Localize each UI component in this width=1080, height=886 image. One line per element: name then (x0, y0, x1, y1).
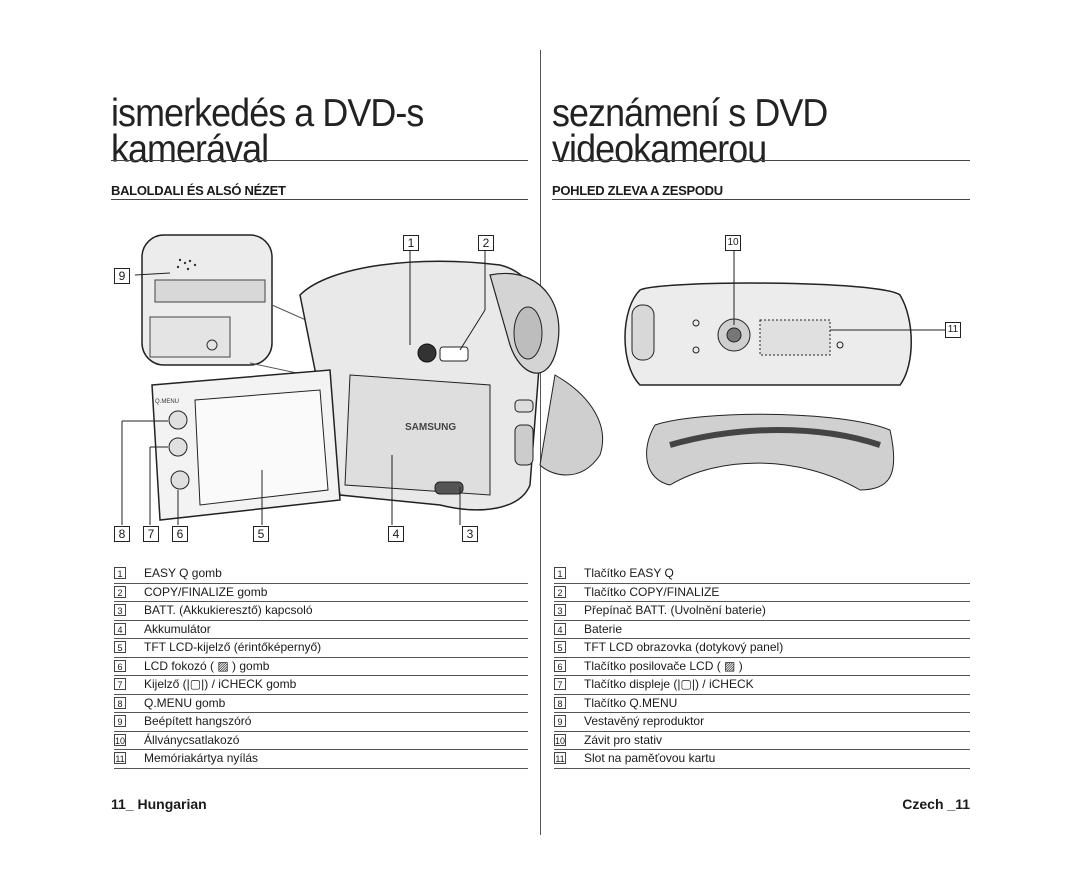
callout-7: 7 (143, 526, 159, 542)
callout-2: 2 (478, 235, 494, 251)
right-section-rule (552, 199, 970, 200)
callout-10: 10 (725, 235, 741, 251)
callout-6: 6 (172, 526, 188, 542)
left-title-line1: ismerkedés a DVD-s (111, 92, 424, 135)
right-section-heading: POHLED ZLEVA A ZESPODU (552, 183, 723, 198)
qmenu-label: Q.MENU (155, 399, 179, 405)
camcorder-illustration: SAMSUNG Q.MENU (121, 234, 945, 525)
camera-body-left-view: SAMSUNG (299, 260, 604, 511)
column-divider (540, 50, 541, 835)
right-title-line2: videokamerou (552, 128, 767, 171)
callout-1: 1 (403, 235, 419, 251)
callout-3: 3 (462, 526, 478, 542)
callout-9: 9 (114, 268, 130, 284)
left-section-heading: BALOLDALI ÉS ALSÓ NÉZET (111, 183, 286, 198)
right-title-line1: seznámení s DVD (552, 92, 828, 135)
left-section-rule (111, 199, 528, 200)
lcd-panel: Q.MENU (151, 369, 341, 521)
leader-lines-left (121, 250, 486, 525)
callout-5: 5 (253, 526, 269, 542)
callout-11: 11 (945, 322, 961, 338)
right-page-footer: Czech _11 (902, 796, 970, 812)
right-title-rule (552, 160, 970, 161)
callout-4: 4 (388, 526, 404, 542)
right-title: seznámení s DVD videokamerou (552, 92, 828, 171)
left-page-footer: 11_ Hungarian (111, 796, 207, 812)
left-title-rule (111, 160, 528, 161)
left-title: ismerkedés a DVD-s kamerával (111, 92, 424, 171)
callout-8: 8 (114, 526, 130, 542)
brand-label: SAMSUNG (405, 422, 456, 433)
camera-bottom-view (624, 250, 945, 491)
left-title-line2: kamerával (111, 128, 269, 171)
